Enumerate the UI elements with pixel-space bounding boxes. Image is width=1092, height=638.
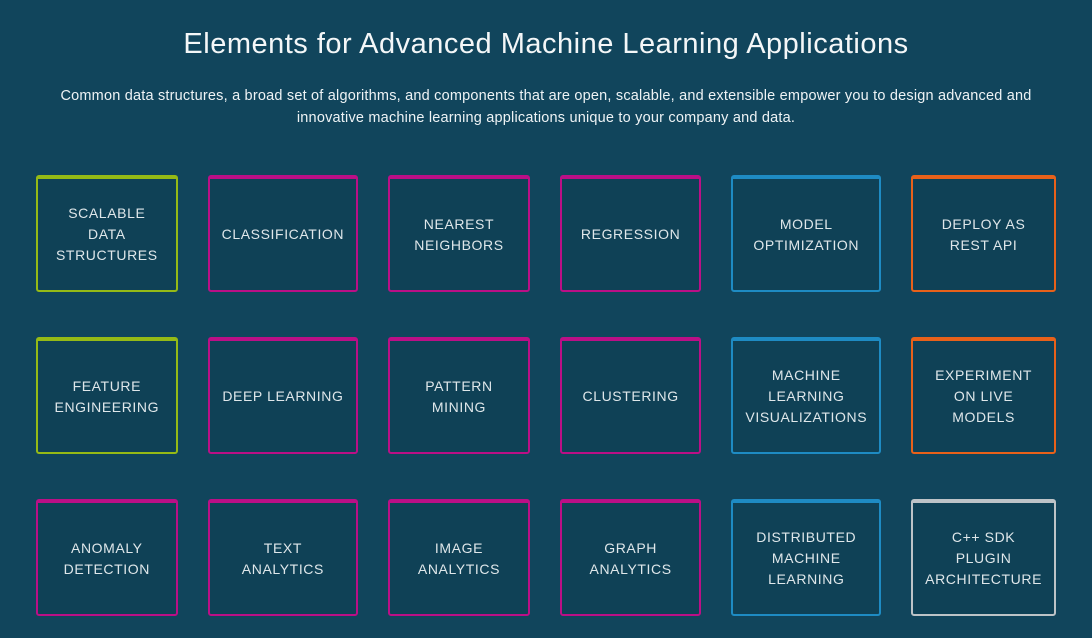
page-title: Elements for Advanced Machine Learning A… <box>183 28 909 60</box>
feature-tile-label: NEAREST NEIGHBORS <box>414 215 504 253</box>
feature-tile-label: CLUSTERING <box>582 388 679 404</box>
feature-tile-label: SCALABLE DATA STRUCTURES <box>55 205 158 263</box>
feature-tile-label: EXPERIMENT ON LIVE MODELS <box>935 367 1033 425</box>
feature-tile-classification[interactable]: CLASSIFICATION <box>207 175 359 292</box>
feature-tile-regression[interactable]: REGRESSION <box>559 175 702 292</box>
feature-tile-text-analytics[interactable]: TEXT ANALYTICS <box>207 499 359 616</box>
feature-tile-deep-learning[interactable]: DEEP LEARNING <box>207 337 359 454</box>
feature-tile-grid: SCALABLE DATA STRUCTURES CLASSIFICATION … <box>36 175 1056 616</box>
feature-tile-model-optimization[interactable]: MODEL OPTIMIZATION <box>731 175 882 292</box>
feature-tile-anomaly-detection[interactable]: ANOMALY DETECTION <box>36 499 178 616</box>
feature-tile-c-sdk-plugin-architecture[interactable]: C++ SDK PLUGIN ARCHITECTURE <box>911 499 1056 616</box>
feature-tile-label: ANOMALY DETECTION <box>63 539 150 577</box>
feature-tile-graph-analytics[interactable]: GRAPH ANALYTICS <box>559 499 702 616</box>
feature-tile-image-analytics[interactable]: IMAGE ANALYTICS <box>388 499 530 616</box>
feature-tile-label: DEPLOY AS REST API <box>941 215 1026 253</box>
feature-tile-clustering[interactable]: CLUSTERING <box>559 337 702 454</box>
feature-tile-label: FEATURE ENGINEERING <box>54 377 160 415</box>
feature-tile-label: IMAGE ANALYTICS <box>417 539 501 577</box>
feature-tile-machine-learning-visualizations[interactable]: MACHINE LEARNING VISUALIZATIONS <box>731 337 882 454</box>
feature-tile-feature-engineering[interactable]: FEATURE ENGINEERING <box>36 337 178 454</box>
feature-tile-label: DEEP LEARNING <box>222 388 344 404</box>
hero-section: Elements for Advanced Machine Learning A… <box>0 0 1092 129</box>
page-subtitle: Common data structures, a broad set of a… <box>60 88 1032 126</box>
feature-tile-distributed-machine-learning[interactable]: DISTRIBUTED MACHINE LEARNING <box>731 499 882 616</box>
feature-tile-label: C++ SDK PLUGIN ARCHITECTURE <box>925 529 1043 587</box>
feature-tile-label: MODEL OPTIMIZATION <box>753 215 860 253</box>
feature-tile-experiment-on-live-models[interactable]: EXPERIMENT ON LIVE MODELS <box>911 337 1056 454</box>
feature-tile-deploy-as-rest-api[interactable]: DEPLOY AS REST API <box>911 175 1056 292</box>
feature-tile-label: GRAPH ANALYTICS <box>589 539 672 577</box>
feature-tile-label: MACHINE LEARNING VISUALIZATIONS <box>745 367 868 425</box>
feature-tile-label: CLASSIFICATION <box>221 226 345 242</box>
feature-tile-pattern-mining[interactable]: PATTERN MINING <box>388 337 530 454</box>
feature-tile-label: REGRESSION <box>580 226 681 242</box>
feature-tile-label: DISTRIBUTED MACHINE LEARNING <box>756 529 857 587</box>
feature-tile-nearest-neighbors[interactable]: NEAREST NEIGHBORS <box>388 175 530 292</box>
feature-tile-label: PATTERN MINING <box>425 377 493 415</box>
feature-tile-label: TEXT ANALYTICS <box>241 539 324 577</box>
feature-tile-scalable-data-structures[interactable]: SCALABLE DATA STRUCTURES <box>36 175 178 292</box>
